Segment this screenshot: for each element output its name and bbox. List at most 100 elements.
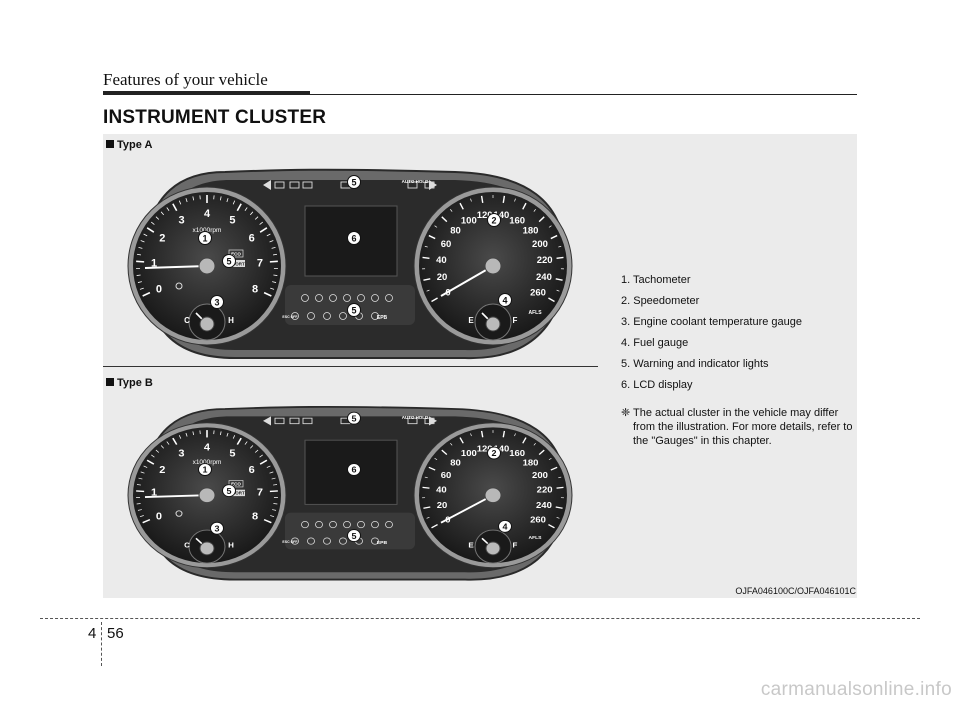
tachometer-label: 3 <box>178 215 184 227</box>
afls-text: AFLS <box>528 535 541 541</box>
warning-light-icon <box>302 417 313 425</box>
callout-badge <box>222 254 236 268</box>
tachometer-label: 8 <box>252 283 258 295</box>
warning-light-icon <box>289 181 300 189</box>
tachometer-tick <box>266 233 271 237</box>
tachometer-tick <box>259 454 264 458</box>
sport-text: SPORT <box>229 491 245 496</box>
tachometer-tick <box>160 445 165 449</box>
tachometer-tick <box>259 227 268 233</box>
speedometer-tick <box>548 524 555 529</box>
speedometer-label: 240 <box>536 272 552 283</box>
tachometer-tick <box>226 432 229 437</box>
speedometer-tick <box>550 234 558 240</box>
speedometer-label: 120 <box>477 210 493 221</box>
callout-number: 2 <box>492 449 497 459</box>
tachometer-tick <box>192 431 195 436</box>
speedometer-needle <box>440 494 494 524</box>
temperature-cold-label: C <box>184 316 190 325</box>
speedometer-tick <box>422 486 430 489</box>
speedometer-tick <box>431 297 438 303</box>
indicator-light-icon <box>323 537 331 545</box>
fuel-hub <box>485 316 501 332</box>
temperature-hub <box>199 541 215 556</box>
speedometer-label: 80 <box>450 458 461 468</box>
tachometer-label: 0 <box>156 283 162 295</box>
figure-code: OJFA046100C/OJFA046101C <box>735 586 856 596</box>
speedometer-tick <box>558 476 562 479</box>
speedometer-label: 140 <box>493 210 509 221</box>
speedometer-tick <box>558 245 562 248</box>
callout-badge <box>487 213 501 227</box>
callout-badge <box>210 295 224 309</box>
footer-vertical-rule <box>101 622 102 666</box>
epb-text: EPB <box>377 315 388 321</box>
speedometer-label: 20 <box>437 272 448 283</box>
tachometer-tick <box>249 445 254 449</box>
callout-number: 6 <box>351 234 356 244</box>
tachometer-tick <box>136 260 145 263</box>
tachometer-tick <box>140 471 145 474</box>
cluster-type-a: 012345678x1000rpmECOSPORTCH0204060801001… <box>127 168 573 360</box>
speedometer-label: 160 <box>509 215 525 226</box>
tachometer-label: 8 <box>252 511 258 522</box>
figure-divider <box>103 366 598 367</box>
tachometer-tick <box>139 287 144 290</box>
tachometer-label: 7 <box>257 487 263 498</box>
speedometer-tick <box>470 198 472 202</box>
tachometer-tick <box>172 203 178 212</box>
temperature-cold-label: C <box>184 541 190 550</box>
warning-light-icon <box>274 417 285 425</box>
square-bullet-icon <box>106 140 114 148</box>
tachometer-tick <box>136 484 141 486</box>
tachometer-tick <box>146 459 155 465</box>
speedometer-tick <box>556 486 564 489</box>
tachometer-label: 4 <box>204 442 210 453</box>
illumination-icon <box>175 282 183 290</box>
callout-number: 2 <box>491 216 496 226</box>
speedometer-tick <box>556 289 560 292</box>
speedometer-tick <box>441 216 448 223</box>
speedometer-tick <box>538 449 545 456</box>
speedometer-hub <box>484 487 502 504</box>
speedometer-tick <box>422 256 430 259</box>
speedometer-tick <box>550 466 558 471</box>
speedometer-tick <box>450 442 453 446</box>
tachometer-needle <box>144 265 208 269</box>
tachometer-tick <box>244 207 248 212</box>
esc-off-text: ESC OFF <box>282 540 297 544</box>
speedometer-tick <box>434 225 438 228</box>
right-turn-signal-icon <box>429 416 437 426</box>
watermark: carmanualsonline.info <box>760 679 952 700</box>
tachometer-tick <box>160 211 165 216</box>
speedometer-tick <box>424 245 428 248</box>
left-turn-signal-icon <box>263 180 271 190</box>
speedometer-label: 120 <box>477 444 493 454</box>
tachometer-label: 7 <box>257 258 263 270</box>
callout-number: 5 <box>351 178 356 188</box>
sport-indicator <box>229 260 245 267</box>
auto-hold-text: AUTO HOLD <box>402 179 429 184</box>
speedometer-tick <box>538 216 545 223</box>
tachometer-tick <box>172 437 178 445</box>
tachometer-tick <box>273 253 278 256</box>
warning-light-icon <box>302 181 313 189</box>
speedometer-label: 40 <box>436 255 447 266</box>
cluster-type-b: 012345678x1000rpmECOSPORTCH0204060801001… <box>127 405 573 581</box>
tachometer-tick <box>270 287 275 290</box>
speedometer-tick <box>555 506 563 509</box>
indicator-light-icon <box>343 520 351 529</box>
page-section-number: 4 <box>88 625 97 642</box>
fuel-hub <box>485 541 501 556</box>
indicator-light-icon <box>385 294 393 302</box>
speedometer-tick <box>522 437 527 444</box>
indicator-light-icon <box>301 294 309 302</box>
page-number: 56 <box>107 625 124 642</box>
indicator-light-icon <box>371 520 379 529</box>
speedometer-tick <box>556 517 560 519</box>
speedometer-label: 80 <box>450 225 461 236</box>
tachometer-hub <box>198 487 216 504</box>
callout-number: 6 <box>352 465 357 475</box>
tachometer-tick <box>232 200 236 205</box>
indicator-light-icon <box>291 537 299 545</box>
